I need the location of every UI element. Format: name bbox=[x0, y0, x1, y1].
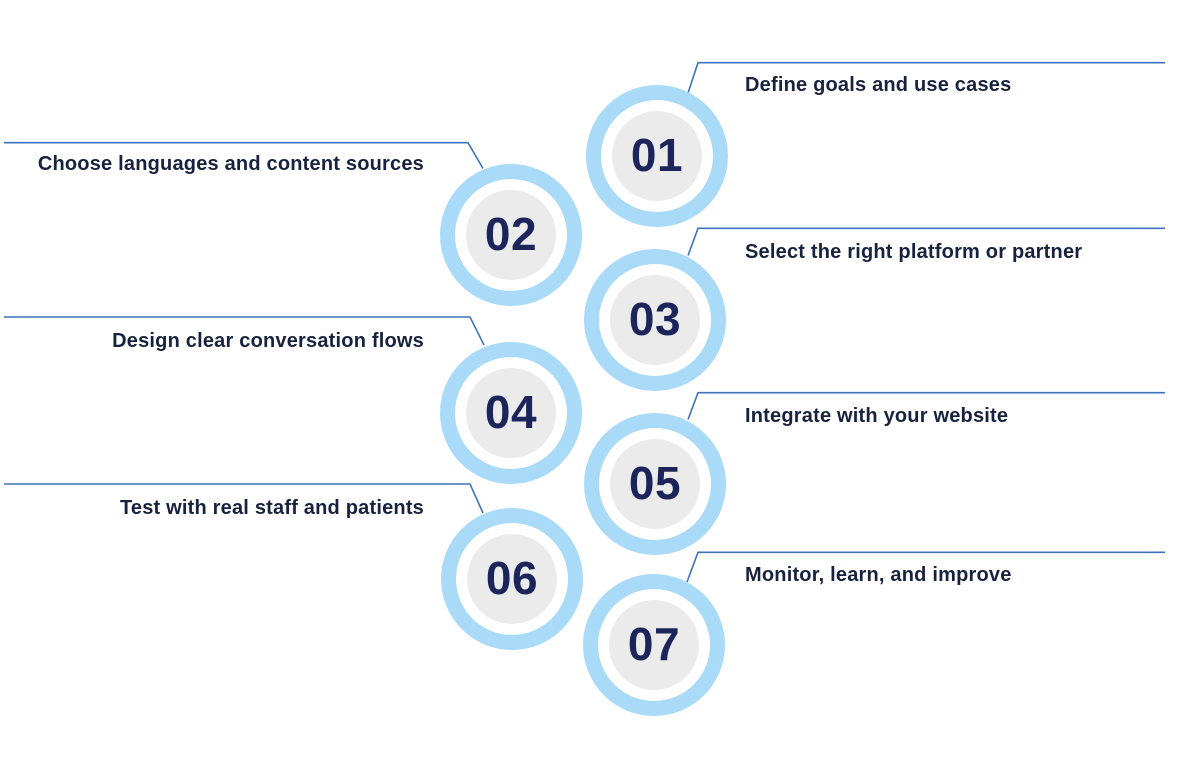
step-label-02: Choose languages and content sources bbox=[37, 153, 424, 175]
step-circle-07: 07 bbox=[609, 600, 699, 690]
step-number-07: 07 bbox=[627, 618, 681, 670]
step-label-05: Integrate with your website bbox=[745, 405, 1009, 427]
step-number-02: 02 bbox=[484, 208, 538, 260]
step-number-03: 03 bbox=[628, 293, 682, 345]
step-circle-03: 03 bbox=[610, 275, 700, 365]
step-label-07: Monitor, learn, and improve bbox=[745, 564, 1012, 586]
step-number-05: 05 bbox=[628, 457, 682, 509]
step-number-01: 01 bbox=[630, 129, 684, 181]
step-number-06: 06 bbox=[485, 552, 539, 604]
step-label-04: Design clear conversation flows bbox=[112, 330, 424, 352]
step-circle-02: 02 bbox=[466, 190, 556, 280]
step-circle-01: 01 bbox=[612, 111, 702, 201]
step-circle-06: 06 bbox=[467, 534, 557, 624]
step-label-03: Select the right platform or partner bbox=[745, 241, 1083, 263]
step-label-01: Define goals and use cases bbox=[745, 74, 1012, 96]
step-label-06: Test with real staff and patients bbox=[119, 497, 424, 519]
step-number-04: 04 bbox=[484, 386, 538, 438]
step-circle-04: 04 bbox=[466, 368, 556, 458]
step-circle-05: 05 bbox=[610, 439, 700, 529]
